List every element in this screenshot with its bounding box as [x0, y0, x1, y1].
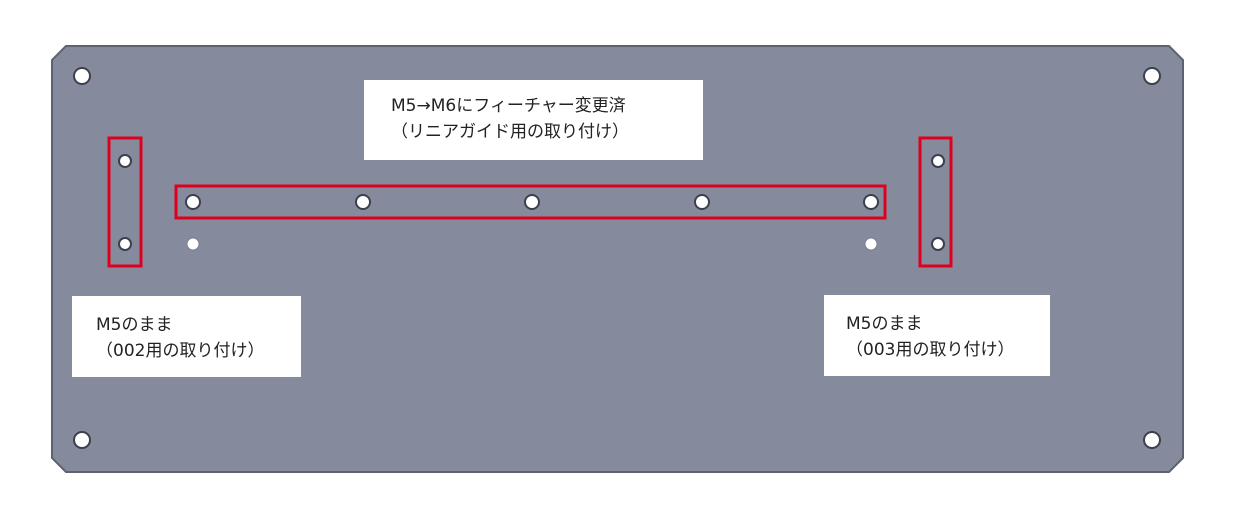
linear-guide-hole [694, 194, 710, 210]
right-m5-hole-top [931, 154, 945, 168]
left-m5-hole-bottom [118, 237, 132, 251]
left-m5-highlight-box [107, 136, 143, 268]
callout-left-m5: M5のまま （002用の取り付け） [72, 296, 301, 377]
corner-hole-bottom-left [73, 431, 91, 449]
right-m5-highlight-box [918, 136, 953, 268]
right-m5-hole-bottom [931, 237, 945, 251]
small-hole-left [186, 237, 200, 251]
linear-guide-hole [355, 194, 371, 210]
linear-guide-hole [863, 194, 879, 210]
corner-hole-bottom-right [1143, 431, 1161, 449]
callout-linear-guide-line1: M5→M6にフィーチャー変更済 [391, 96, 626, 116]
callout-right-m5-line1: M5のまま [846, 314, 923, 334]
callout-left-m5-line1: M5のまま [96, 315, 173, 335]
linear-guide-highlight-box [174, 184, 887, 220]
callout-right-m5: M5のまま （003用の取り付け） [824, 295, 1050, 376]
linear-guide-hole [185, 194, 201, 210]
callout-linear-guide: M5→M6にフィーチャー変更済 （リニアガイド用の取り付け） [364, 80, 703, 160]
callout-right-m5-line2: （003用の取り付け） [846, 340, 1015, 360]
small-hole-right [864, 237, 878, 251]
callout-left-m5-line2: （002用の取り付け） [96, 341, 265, 361]
left-m5-hole-top [118, 154, 132, 168]
corner-hole-top-right [1143, 67, 1161, 85]
linear-guide-hole [524, 194, 540, 210]
corner-hole-top-left [73, 67, 91, 85]
callout-linear-guide-line2: （リニアガイド用の取り付け） [391, 122, 629, 142]
